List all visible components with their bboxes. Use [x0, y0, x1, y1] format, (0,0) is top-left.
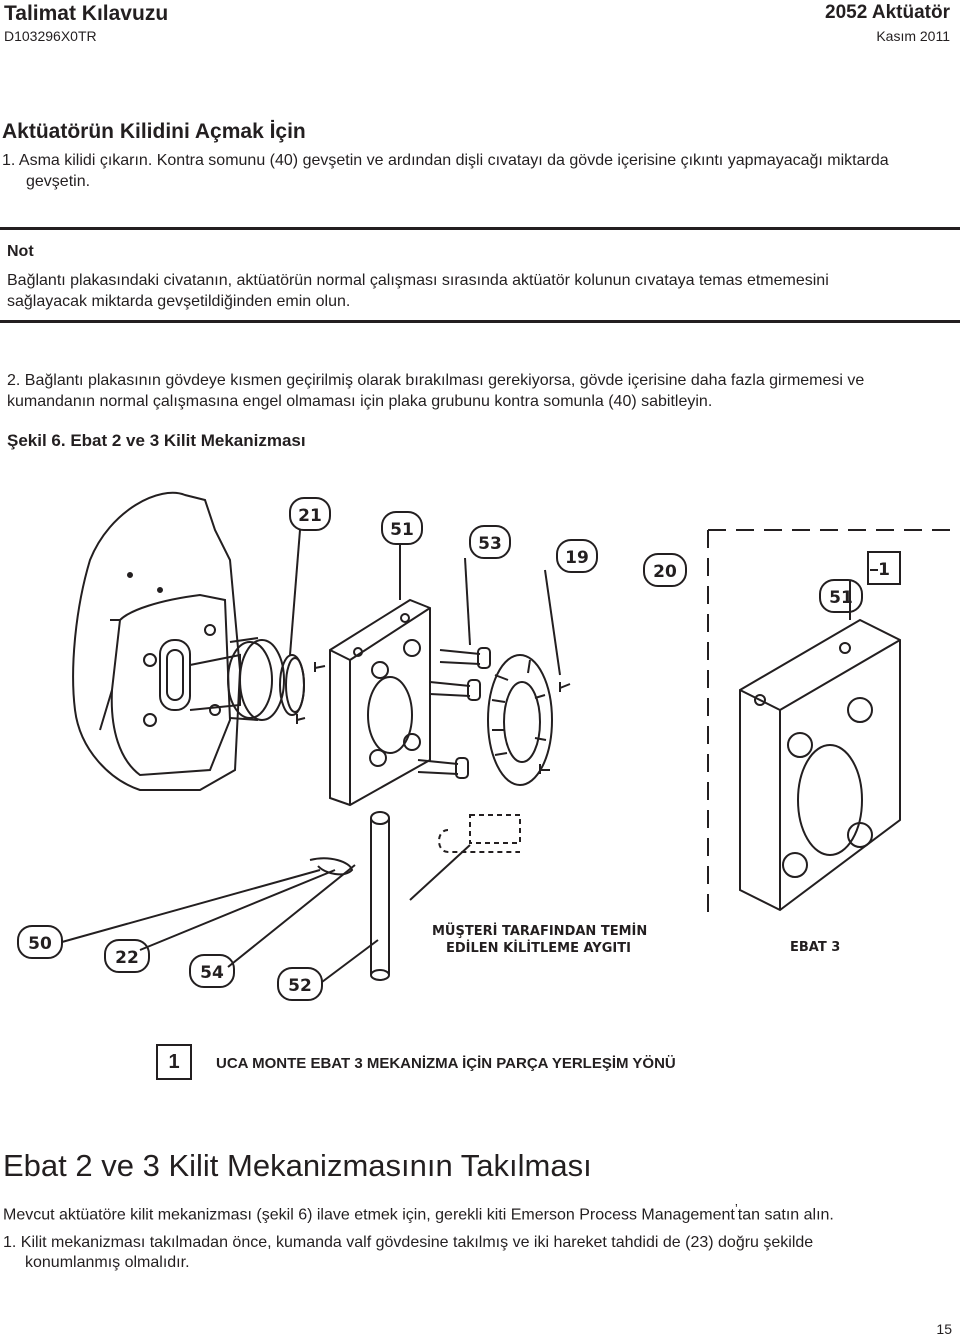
cotter-pin-54-drawing: [309, 857, 354, 876]
install-intro-end: tan satın alın.: [737, 1206, 834, 1224]
install-intro-apostrophe: ’: [734, 1201, 738, 1216]
legend-orientation-text: UCA MONTE EBAT 3 MEKANİZMA İÇİN PARÇA YE…: [216, 1055, 676, 1072]
ring-51-drawing: [279, 654, 305, 716]
leader-lines: [61, 529, 878, 983]
lock-mechanism-figure: 21 51 53 19 20 51 1 50 22 54 52 MÜŞTERİ …: [17, 491, 960, 1001]
callout-22: 22: [115, 948, 139, 968]
callout-51-plate: 51: [829, 588, 853, 608]
step2-line2: kumandanın normal çalışmasına engel olma…: [7, 393, 713, 410]
note-top-rule: [0, 227, 960, 230]
callout-outlines: [17, 497, 901, 1001]
callout-19: 19: [565, 548, 589, 568]
note-line1: Bağlantı plakasındaki civatanın, aktüatö…: [7, 272, 829, 289]
screws-drawing: [296, 662, 571, 774]
step1-line2: gevşetin.: [26, 173, 91, 190]
mounting-plate-53-drawing: [329, 598, 431, 807]
pin-52-drawing: [370, 811, 390, 981]
customer-lock-drawing: [438, 814, 521, 853]
callout-1: 1: [878, 560, 890, 580]
bolts-19-drawing: [417, 647, 491, 779]
install-intro-text: Mevcut aktüatöre kilit mekanizması (şeki…: [3, 1206, 735, 1224]
product-name: 2052 Aktüatör: [825, 2, 950, 23]
actuator-housing-drawing: [72, 491, 285, 791]
install-intro: Mevcut aktüatöre kilit mekanizması (şeki…: [3, 1198, 834, 1225]
manual-title: Talimat Kılavuzu: [4, 2, 169, 25]
customer-device-label-line1: MÜŞTERİ TARAFINDAN TEMİN: [432, 923, 647, 939]
note-line2: sağlayacak miktarda gevşetildiğinden emi…: [7, 293, 351, 310]
note-bottom-rule: [0, 320, 960, 323]
section-heading-install: Ebat 2 ve 3 Kilit Mekanizmasının Takılma…: [3, 1148, 592, 1183]
callout-52: 52: [288, 976, 312, 996]
figure-title: Şekil 6. Ebat 2 ve 3 Kilit Mekanizması: [7, 431, 306, 450]
section-heading-unlock: Aktüatörün Kilidini Açmak İçin: [2, 120, 306, 143]
callout-20: 20: [653, 562, 677, 582]
document-code: D103296X0TR: [4, 28, 97, 44]
legend-orientation-box: 1: [156, 1044, 192, 1080]
callout-54: 54: [200, 963, 224, 983]
size3-label: EBAT 3: [790, 940, 840, 955]
publish-date: Kasım 2011: [876, 28, 950, 44]
page-number: 15: [936, 1321, 952, 1337]
step1-line1: 1. Asma kilidi çıkarın. Kontra somunu (4…: [2, 152, 889, 169]
size3-plate-drawing: [707, 529, 960, 920]
callout-21: 21: [298, 506, 322, 526]
callout-53: 53: [478, 534, 502, 554]
install-step1-line1: 1. Kilit mekanizması takılmadan önce, ku…: [3, 1234, 814, 1251]
callout-51-ring: 51: [390, 520, 414, 540]
indicator-dial-20-drawing: [487, 654, 553, 786]
note-title: Not: [7, 243, 34, 260]
customer-device-label-line2: EDİLEN KİLİTLEME AYGITI: [446, 940, 631, 956]
callout-50: 50: [28, 934, 52, 954]
step2-line1: 2. Bağlantı plakasının gövdeye kısmen ge…: [7, 372, 865, 389]
install-step1-line2: konumlanmış olmalıdır.: [25, 1254, 190, 1271]
